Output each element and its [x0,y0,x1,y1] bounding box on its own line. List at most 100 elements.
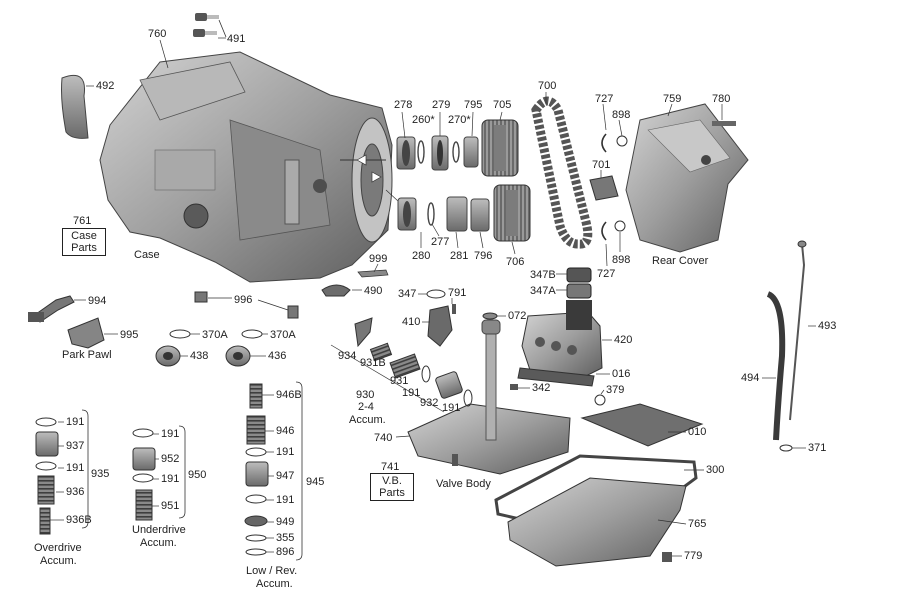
piston-932-drawing [435,371,463,399]
label-clip-490: 490 [364,285,383,297]
label-piston-932: 932 [420,397,439,409]
label-race-795: 795 [464,99,483,111]
label-ring-727-lower: 727 [597,268,616,280]
label-od-936: 936 [66,486,85,498]
pin-016-drawing [517,367,595,387]
ring-898b-drawing [614,220,626,232]
upper-gear-train-drawing [396,119,531,242]
bracket-934-drawing [354,317,373,348]
label-lr-896: 896 [276,546,295,558]
label-od-191-2: 191 [66,462,85,474]
caption-low-rev-accum: Accum. [256,578,293,590]
plug-996a-drawing [194,291,208,303]
underdrive-accum-drawing [132,425,186,521]
label-plate-701: 701 [592,159,611,171]
caption-rear-cover: Rear Cover [652,255,709,267]
case-parts-box[interactable]: Case Parts [62,228,106,256]
label-sensors-491: 491 [227,33,246,45]
label-lr-946: 946 [276,425,295,437]
label-rear-cover-759: 759 [663,93,682,105]
label-lr-191-1: 191 [276,446,295,458]
gasket-300-drawing [494,454,698,542]
label-ud-191-2: 191 [161,473,180,485]
label-od-936b: 936B [66,514,92,526]
case-parts-line1: Case [71,230,97,242]
label-spring-931: 931 [390,375,409,387]
label-ring-191-b: 191 [442,402,461,414]
label-od-937: 937 [66,440,85,452]
label-tube-494: 494 [741,372,760,384]
caption-park-pawl: Park Pawl [62,349,112,361]
screw-791-drawing [452,304,456,314]
label-bearing-278: 278 [394,99,413,111]
caption-case: Case [134,249,160,261]
label-vb-parts-741: 741 [381,461,400,473]
washer-072-drawing [482,312,498,320]
label-solenoid-pack-420: 420 [614,334,633,346]
label-bracket-492: 492 [96,80,115,92]
label-lr-group-945: 945 [306,476,325,488]
label-case-parts-761: 761 [73,215,92,227]
solenoid-pack-420-drawing [521,300,603,379]
label-chain-700: 700 [538,80,557,92]
bracket-492-drawing [61,74,89,139]
plate-701-drawing [589,175,619,201]
label-case-760: 760 [148,28,167,40]
label-oring-370a-2: 370A [270,329,296,341]
sensors-491-drawing [193,13,227,38]
label-clutch-279: 279 [432,99,451,111]
park-parts-drawing [28,295,105,349]
caption-underdrive-accum: Accum. [140,537,177,549]
seal-347a-drawing [566,283,592,299]
oring-370a-1-drawing [169,329,191,339]
ring-191b-drawing [463,389,473,407]
label-ring-898-upper: 898 [612,109,631,121]
case-760-drawing [99,51,411,283]
pan-765-drawing [507,477,687,567]
vb-parts-line1: V.B. [382,475,402,487]
label-plug-342: 342 [532,382,551,394]
spring-931b-drawing [369,342,393,362]
label-gear-705: 705 [493,99,512,111]
label-bolt-779: 779 [684,550,703,562]
cover-bolt-780-drawing [712,121,736,126]
ring-898-drawing [616,135,628,147]
label-ring-898-lower: 898 [612,254,631,266]
label-oring-370a-1: 370A [202,329,228,341]
vb-parts-box[interactable]: V.B. Parts [370,473,414,501]
label-ring-727-upper: 727 [595,93,614,105]
label-lr-946b: 946B [276,389,302,401]
label-bearing-280: 280 [412,250,431,262]
leader-lines [50,37,816,557]
label-bearing-281: 281 [450,250,469,262]
caption-overdrive-accum: Accum. [40,555,77,567]
label-washer-072: 072 [508,310,527,322]
label-valve-body-740: 740 [374,432,393,444]
oring-347-drawing [426,289,446,299]
label-oring-371: 371 [808,442,827,454]
tube-494-drawing [766,291,786,441]
label-pin-016: 016 [612,368,631,380]
label-oring-347: 347 [398,288,417,300]
label-accum-930: 930 [356,389,375,401]
rear-cover-759-drawing [625,103,749,253]
label-shim-270: 270* [448,114,471,126]
label-dipstick-493: 493 [818,320,837,332]
label-shim-277: 277 [431,236,450,248]
accum-930-leader [330,344,445,413]
label-race-796: 796 [474,250,493,262]
label-spring-931b: 931B [360,357,386,369]
label-od-group-935: 935 [91,468,110,480]
solenoid-410-drawing [427,305,453,347]
caption-accum-24-b: Accum. [349,414,386,426]
caption-underdrive: Underdrive [132,524,186,536]
valve-body-740-drawing [407,319,571,475]
oring-370a-2-drawing [241,329,263,339]
label-shim-260: 260* [412,114,435,126]
label-ud-191-1: 191 [161,428,180,440]
label-plug-996: 996 [234,294,253,306]
caption-valve-body: Valve Body [436,478,491,490]
label-gear-706: 706 [506,256,525,268]
caption-accum-24: 2-4 [358,401,374,413]
